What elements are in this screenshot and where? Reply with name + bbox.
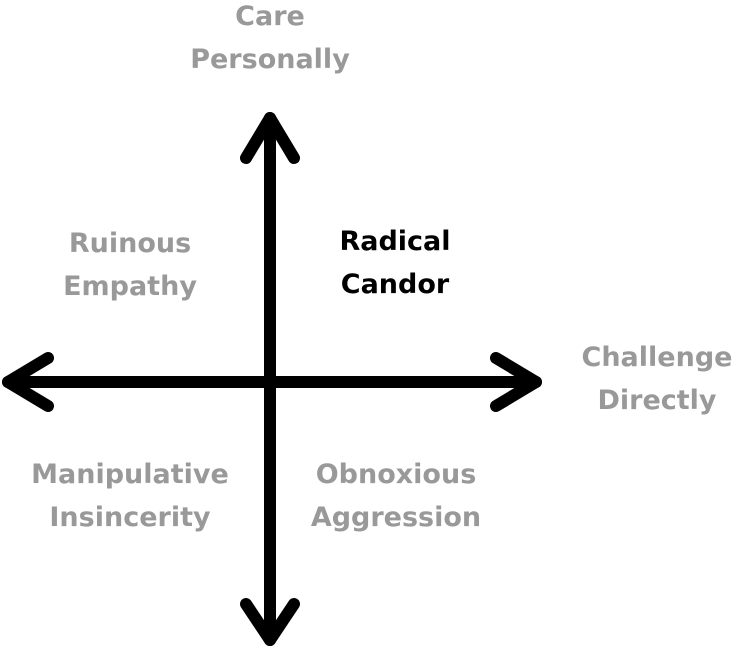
quadrant-bottom-right-line1: Obnoxious bbox=[315, 459, 477, 490]
quadrant-top-right-label: Radical Candor bbox=[295, 220, 495, 306]
vertical-axis-label: Care Personally bbox=[160, 0, 380, 81]
quadrant-bottom-left-line2: Insincerity bbox=[49, 502, 211, 533]
quadrant-top-left-line1: Ruinous bbox=[68, 228, 192, 259]
quadrant-bottom-right-line2: Aggression bbox=[310, 502, 482, 533]
quadrant-top-left-line2: Empathy bbox=[63, 271, 197, 302]
axes bbox=[2, 112, 542, 646]
vertical-axis-label-line1: Care bbox=[235, 1, 305, 32]
quadrant-top-right-line1: Radical bbox=[339, 226, 451, 257]
quadrant-bottom-right-label: Obnoxious Aggression bbox=[286, 453, 506, 539]
arrow-right-icon bbox=[490, 352, 542, 412]
horizontal-axis-label-line1: Challenge bbox=[581, 342, 733, 373]
vertical-axis-label-line2: Personally bbox=[190, 44, 350, 75]
arrow-down-icon bbox=[240, 598, 300, 646]
quadrant-bottom-left-label: Manipulative Insincerity bbox=[10, 453, 250, 539]
arrow-up-icon bbox=[240, 112, 300, 164]
quadrant-top-right-line2: Candor bbox=[340, 269, 450, 300]
quadrant-bottom-left-line1: Manipulative bbox=[31, 459, 229, 490]
horizontal-axis-label-line2: Directly bbox=[597, 385, 717, 416]
quadrant-top-left-label: Ruinous Empathy bbox=[30, 222, 230, 308]
horizontal-axis-label: Challenge Directly bbox=[568, 336, 746, 422]
arrow-left-icon bbox=[2, 352, 54, 412]
